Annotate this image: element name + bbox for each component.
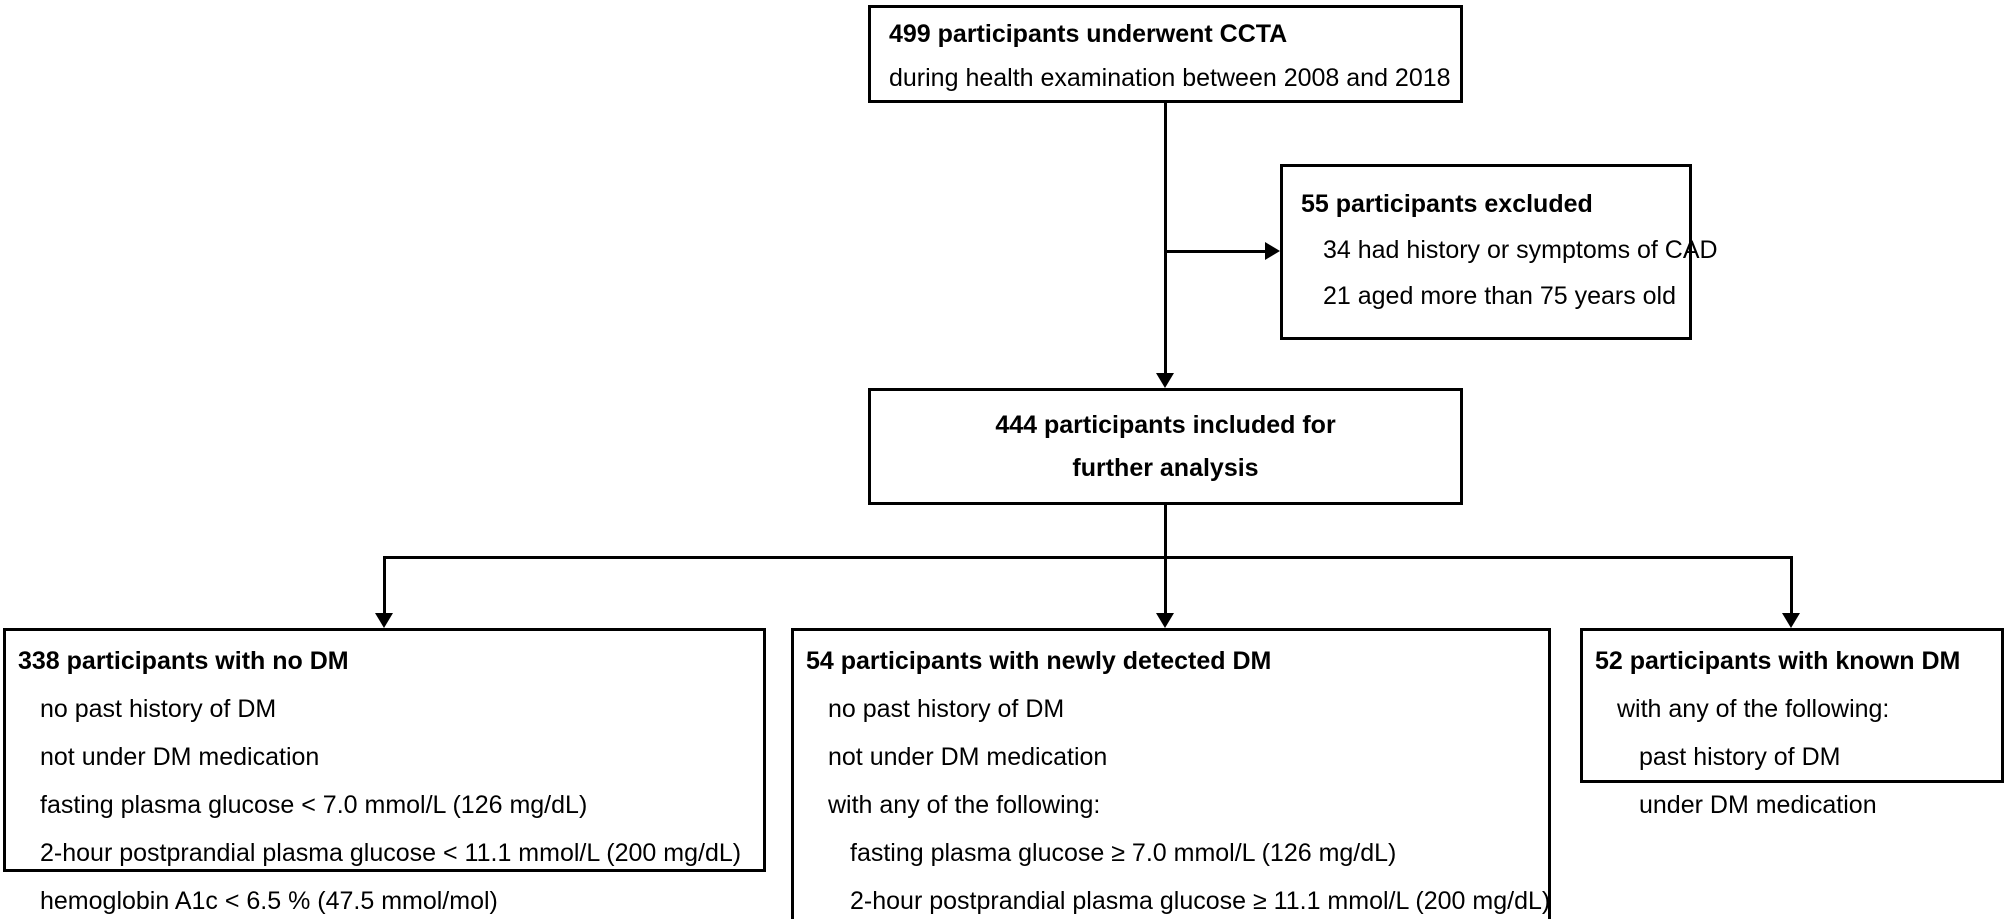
connector-to-excluded [1164, 250, 1265, 253]
node-no-dm-detail-3: fasting plasma glucose < 7.0 mmol/L (126… [40, 791, 588, 819]
node-excluded-detail-1: 34 had history or symptoms of CAD [1323, 236, 1718, 264]
node-no-dm-detail-5: hemoglobin A1c < 6.5 % (47.5 mmol/mol) [40, 887, 498, 915]
connector-split-bar [383, 556, 1793, 559]
node-newly-detected-dm-content: 54 participants with newly detected DM n… [794, 631, 1551, 919]
connector-split-to-known-dm [1790, 556, 1793, 613]
node-newly-detected-dm-detail-3: with any of the following: [828, 791, 1101, 819]
node-no-dm-content: 338 participants with no DM no past hist… [6, 631, 763, 914]
node-newly-detected-dm-detail-5: 2-hour postprandial plasma glucose ≥ 11.… [850, 887, 1551, 915]
node-no-dm-detail-2: not under DM medication [40, 743, 320, 771]
node-excluded-heading: 55 participants excluded [1301, 190, 1593, 218]
node-known-dm-detail-2: past history of DM [1639, 743, 1841, 771]
node-no-dm-detail-1: no past history of DM [40, 695, 277, 723]
arrowhead-into-known-dm [1782, 613, 1800, 628]
node-newly-detected-dm-detail-2: not under DM medication [828, 743, 1108, 771]
node-included: 444 participants included for further an… [868, 388, 1463, 505]
arrowhead-into-included [1156, 373, 1174, 388]
node-known-dm-detail-3: under DM medication [1639, 791, 1877, 819]
arrowhead-into-no-dm [375, 613, 393, 628]
node-no-dm-heading: 338 participants with no DM [18, 647, 349, 675]
node-excluded: 55 participants excluded 34 had history … [1280, 164, 1718, 340]
connector-split-to-newly-detected-dm [1164, 556, 1167, 613]
node-no-dm: 338 participants with no DM no past hist… [3, 628, 766, 914]
node-known-dm-content: 52 participants with known DM with any o… [1583, 631, 2001, 818]
arrowhead-into-excluded [1265, 242, 1280, 260]
connector-split-to-no-dm [383, 556, 386, 613]
connector-included-to-split [1164, 505, 1167, 559]
node-no-dm-detail-4: 2-hour postprandial plasma glucose < 11.… [40, 839, 742, 867]
node-known-dm-detail-1: with any of the following: [1617, 695, 1890, 723]
node-known-dm: 52 participants with known DM with any o… [1580, 628, 2004, 818]
node-enrolled-content: 499 participants underwent CCTA during h… [871, 8, 1460, 91]
node-newly-detected-dm: 54 participants with newly detected DM n… [791, 628, 1551, 919]
node-newly-detected-dm-detail-1: no past history of DM [828, 695, 1065, 723]
node-excluded-detail-2: 21 aged more than 75 years old [1323, 282, 1677, 310]
node-included-content: 444 participants included for further an… [871, 391, 1460, 481]
node-included-heading-line-1: 444 participants included for [995, 411, 1336, 439]
node-enrolled-detail-1: during health examination between 2008 a… [889, 64, 1451, 92]
node-newly-detected-dm-detail-4: fasting plasma glucose ≥ 7.0 mmol/L (126… [850, 839, 1397, 867]
node-enrolled: 499 participants underwent CCTA during h… [868, 5, 1463, 103]
node-newly-detected-dm-heading: 54 participants with newly detected DM [806, 647, 1272, 675]
arrowhead-into-newly-detected-dm [1156, 613, 1174, 628]
connector-enrolled-to-included [1164, 103, 1167, 373]
node-excluded-content: 55 participants excluded 34 had history … [1283, 167, 1718, 310]
node-included-heading-line-2: further analysis [1072, 454, 1259, 482]
node-enrolled-heading: 499 participants underwent CCTA [889, 20, 1288, 48]
node-known-dm-heading: 52 participants with known DM [1595, 647, 1961, 675]
